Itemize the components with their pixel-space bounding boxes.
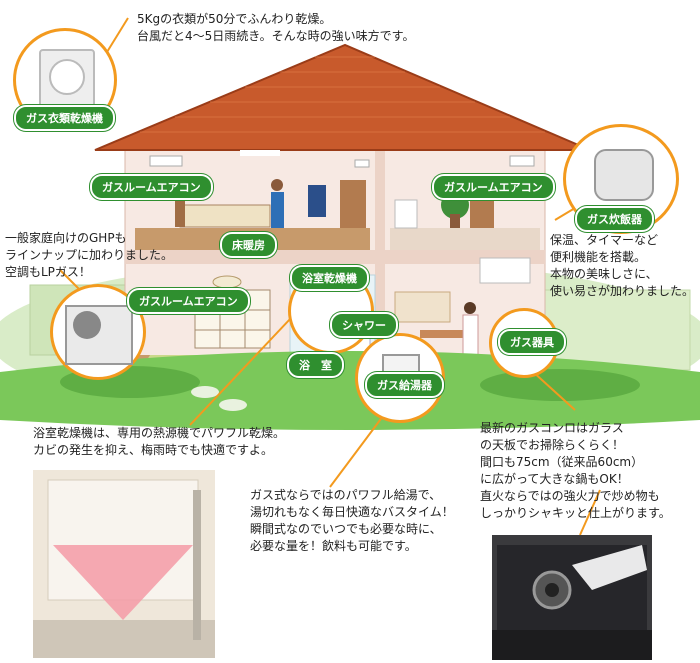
person-body <box>271 192 284 228</box>
water-heater-description: ガス式ならではのパワフル給湯で、 湯切れもなく毎日快適なバスタイム！ 瞬間式なの… <box>250 488 454 553</box>
toilet <box>394 199 418 229</box>
floor-upper-right <box>390 228 540 250</box>
person-head <box>271 179 283 191</box>
rice-cooker-image <box>594 149 654 201</box>
ghp-description: 一般家庭向けのGHPも ラインナップに加わりました。 空調もLPガス！ <box>5 231 174 279</box>
label-gas-appliance: ガス器具 <box>498 329 566 355</box>
bed-headboard <box>175 195 185 227</box>
label-bath: 浴 室 <box>287 352 344 378</box>
interior-wall <box>375 140 385 380</box>
label-water-heater: ガス給湯器 <box>365 372 444 398</box>
dryer-description: 5Kgの衣類が50分でふんわり乾燥。 台風だと4〜5日雨続き。そんな時の強い味方… <box>137 12 415 43</box>
label-shower: シャワー <box>330 312 398 338</box>
bath-dryer-description: 浴室乾燥機は、専用の熱源機でパワフル乾燥。 カビの発生を抑え、梅雨時でも快適です… <box>33 426 286 457</box>
ghp-unit-image <box>65 305 133 365</box>
kitchen-counter <box>394 291 451 323</box>
aircon-unit-1 <box>149 155 183 167</box>
label-rice-cooker: ガス炊飯器 <box>575 206 654 232</box>
label-floor-heating: 床暖房 <box>220 232 277 258</box>
label-aircon-upper-right: ガスルームエアコン <box>432 174 555 200</box>
suit <box>308 185 326 217</box>
label-aircon-upper-left: ガスルームエアコン <box>90 174 213 200</box>
dining-table <box>420 330 470 338</box>
closet-door <box>340 180 366 228</box>
person-woman <box>462 314 479 356</box>
rice-cooker-description: 保温、タイマーなど 便利機能を搭載。 本物の美味しさに、 使い易さが加わりました… <box>550 233 695 298</box>
bathroom-photo <box>33 470 215 658</box>
label-bath-dryer: 浴室乾燥機 <box>290 265 369 291</box>
roof <box>94 43 591 151</box>
stove-description: 最新のガスコンロはガラス の天板でお掃除らくらく！ 間口も75cm（従来品60c… <box>480 421 671 520</box>
aircon-unit-2 <box>509 155 535 167</box>
label-gas-dryer: ガス衣類乾燥機 <box>14 105 115 131</box>
bed <box>179 204 271 228</box>
range-hood <box>479 257 531 284</box>
stove-photo <box>492 535 652 660</box>
label-aircon-middle: ガスルームエアコン <box>127 288 250 314</box>
